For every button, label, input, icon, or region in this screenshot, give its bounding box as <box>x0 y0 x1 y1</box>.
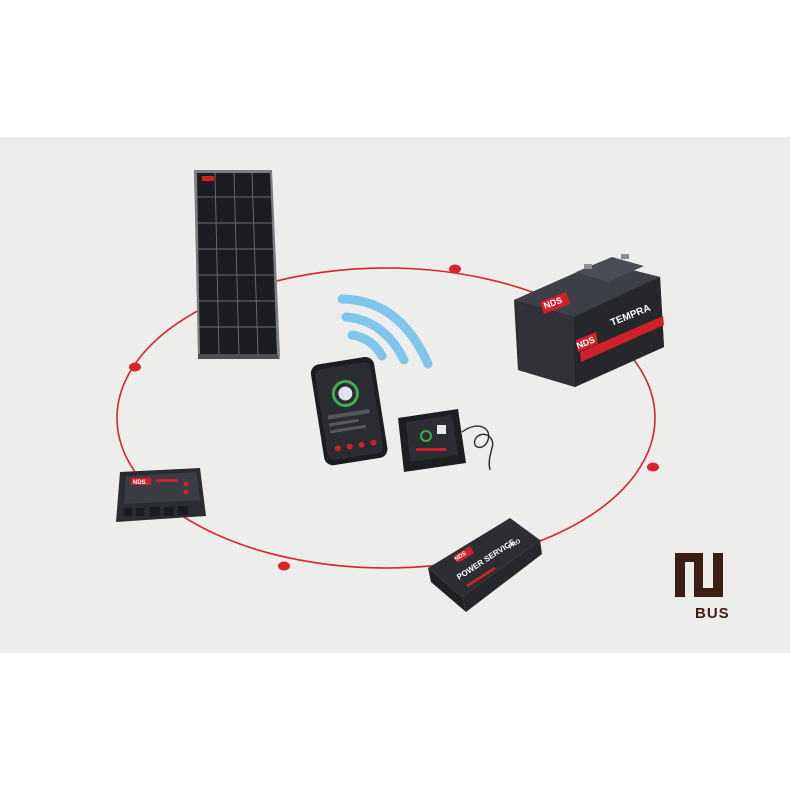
ring-nodes <box>129 264 659 571</box>
logo-bottom-bar <box>694 588 723 597</box>
logo-top-bar <box>675 553 702 562</box>
charge-controller: NDS <box>116 468 206 522</box>
ring-node-left <box>129 362 141 372</box>
display-cable <box>461 425 494 471</box>
nbus-logo: BUS <box>675 553 730 622</box>
logo-left-bar <box>675 553 685 597</box>
power-service-brand: NDS <box>454 551 468 563</box>
battery-icon: NDS NDS TEMPRA <box>514 254 664 387</box>
controller-brand: NDS <box>133 480 146 486</box>
ring-node-bottom <box>278 561 290 571</box>
wifi-signal-icon <box>337 294 433 369</box>
display-panel-icon <box>398 409 494 472</box>
network-ring <box>116 267 656 569</box>
smartphone-icon <box>310 357 388 466</box>
ring-node-top <box>449 264 461 274</box>
logo-word: BUS <box>695 605 730 622</box>
ring-node-right <box>647 462 659 472</box>
logo-right-bar <box>713 553 723 597</box>
background-panel <box>0 137 790 653</box>
solar-panel <box>194 170 280 359</box>
solar-panel-cells <box>197 172 276 355</box>
solar-panel-badge <box>202 176 214 181</box>
power-service-device: NDS POWER SERVICE PRO <box>428 518 542 612</box>
logo-center-bar <box>694 553 703 589</box>
phone-gauge-ring <box>331 380 359 408</box>
